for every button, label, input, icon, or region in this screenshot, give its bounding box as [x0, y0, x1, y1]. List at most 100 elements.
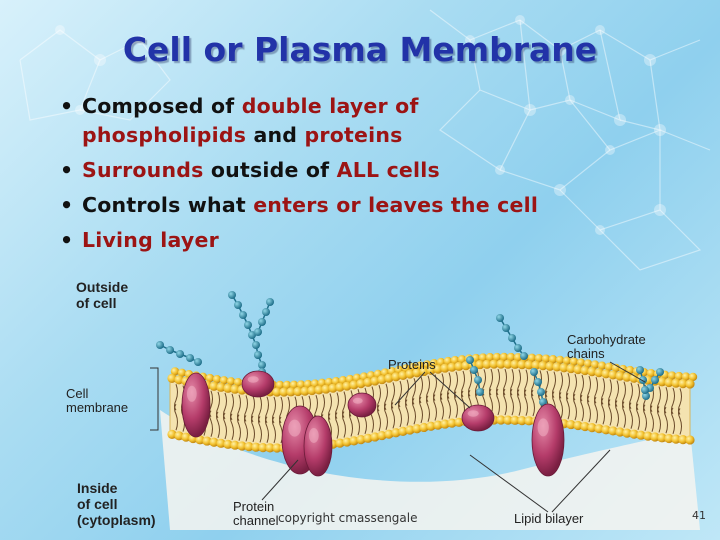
lipid-tail-bottom: [629, 402, 633, 429]
phospholipid-head-inner: [601, 425, 611, 435]
proteins-pointer-1: [394, 371, 426, 406]
lipid-tail-bottom: [384, 403, 388, 430]
phospholipid-head-outer: [475, 359, 485, 370]
protein-highlight: [352, 397, 363, 404]
carbohydrate-pointer: [609, 361, 646, 383]
lipid-tail-bottom: [342, 411, 346, 438]
phospholipid-head-inner: [363, 433, 373, 443]
carb-sugar: [496, 314, 504, 322]
outside-line1: Outside: [76, 279, 129, 295]
lipid-tail-bottom: [594, 396, 598, 424]
protein-highlight: [467, 410, 479, 417]
carb-sugar: [228, 291, 236, 299]
lipid-tail-bottom: [643, 404, 647, 431]
bullet-highlight-text: double layer of: [241, 94, 419, 118]
carb-sugar: [514, 344, 522, 352]
protein-peripheral-1: [241, 370, 275, 398]
lipid-tail-bottom: [412, 397, 416, 425]
phospholipid-head-inner: [643, 431, 653, 441]
protein-channel-left: [181, 372, 211, 438]
protein-highlight: [308, 428, 319, 443]
carb-sugar: [266, 298, 274, 306]
lipid-tail-bottom: [405, 399, 409, 426]
phospholipid-head-outer: [405, 369, 415, 379]
lipid-tail-bottom: [636, 403, 640, 430]
phospholipid-head-outer: [447, 362, 457, 372]
copyright-text: copyright cmassengale: [278, 511, 418, 525]
phospholipid-head-outer-back: [205, 373, 215, 383]
lipid-tail-bottom: [615, 400, 619, 427]
phospholipid-head-outer-back: [646, 368, 656, 378]
phospholipid-head-outer: [454, 361, 464, 371]
bullet-text: and: [246, 123, 305, 147]
phospholipid-head-outer: [377, 374, 387, 385]
phospholipid-head-outer-back: [289, 380, 299, 390]
phospholipid-head-outer-back: [681, 372, 691, 381]
lipid-tail-bottom: [524, 389, 528, 416]
carb-sugar: [254, 328, 262, 336]
phospholipid-head-outer: [510, 359, 520, 369]
phospholipid-head-inner: [440, 419, 450, 429]
phospholipid-head-outer: [685, 379, 695, 389]
carb-sugar: [502, 324, 510, 332]
phospholipid-head-inner: [251, 442, 261, 452]
cell-membrane-line2: membrane: [66, 400, 129, 415]
phospholipid-head-inner: [594, 424, 604, 434]
phospholipid-head-outer: [573, 364, 583, 375]
phospholipid-head-outer-back: [506, 352, 516, 362]
carb-sugar: [641, 386, 649, 394]
phospholipid-head-outer: [545, 361, 555, 371]
phospholipid-head-outer: [426, 365, 436, 375]
lipid-tail-bottom: [426, 395, 430, 422]
slide-title: Cell or Plasma Membrane: [122, 30, 598, 69]
phospholipid-head-outer-back: [688, 372, 698, 382]
phospholipid-head-outer-back: [296, 380, 306, 389]
phospholipid-head-outer: [629, 373, 639, 383]
phospholipid-head-outer-back: [667, 371, 677, 380]
phospholipid-head-outer-back: [590, 360, 600, 369]
bullet-dot: •: [60, 158, 74, 182]
lipid-tail-bottom: [608, 399, 612, 426]
lipid-tail-bottom: [419, 396, 423, 424]
lipid-tail-bottom: [531, 389, 535, 417]
carb-sugar: [262, 308, 270, 316]
bullet-highlight-text: proteins: [304, 123, 403, 147]
phospholipid-head-outer-back: [541, 354, 551, 363]
phospholipid-head-outer: [622, 372, 632, 382]
protein-channel-line2: channel: [233, 513, 279, 528]
phospholipid-head-outer: [678, 378, 688, 389]
phospholipid-head-outer: [587, 366, 597, 377]
carb-sugar: [466, 356, 474, 364]
phospholipid-head-inner: [174, 431, 184, 441]
phospholipid-head-inner: [524, 416, 534, 426]
lipid-tail-bottom: [237, 414, 241, 441]
carb-sugar: [539, 398, 547, 406]
lipid-tail-bottom: [678, 408, 682, 435]
bullet-item: •Surrounds outside of ALL cells: [60, 156, 538, 185]
proteins-label: Proteins: [388, 357, 436, 372]
phospholipid-head-inner: [517, 416, 527, 426]
phospholipid-head-outer: [524, 360, 534, 370]
lipid-tail-bottom: [503, 388, 507, 416]
phospholipid-head-outer: [419, 366, 429, 377]
bullet-dot: •: [60, 94, 74, 118]
carb-sugar: [476, 388, 484, 396]
carb-sugar: [508, 334, 516, 342]
lipid-tail-bottom: [223, 412, 227, 440]
carb-sugar: [534, 378, 542, 386]
carbohydrate-chains: [156, 291, 664, 406]
phospholipid-head-inner: [398, 426, 408, 436]
lipid-tail-bottom: [433, 394, 437, 421]
lipid-bilayer-label: Lipid bilayer: [514, 511, 584, 526]
phospholipid-head-outer: [391, 372, 401, 382]
phospholipid-head-inner: [426, 421, 436, 431]
bullet-text: Controls what: [82, 193, 254, 217]
phospholipid-head-outer-back: [548, 355, 558, 364]
bullet-item: •Controls what enters or leaves the cell: [60, 191, 538, 220]
phospholipid-head-outer-back: [478, 353, 488, 362]
bullet-dot: •: [60, 228, 74, 252]
bullet-highlight-text: Living layer: [82, 228, 219, 252]
phospholipid-head-inner: [650, 432, 660, 442]
phospholipid-head-outer-back: [534, 353, 544, 363]
